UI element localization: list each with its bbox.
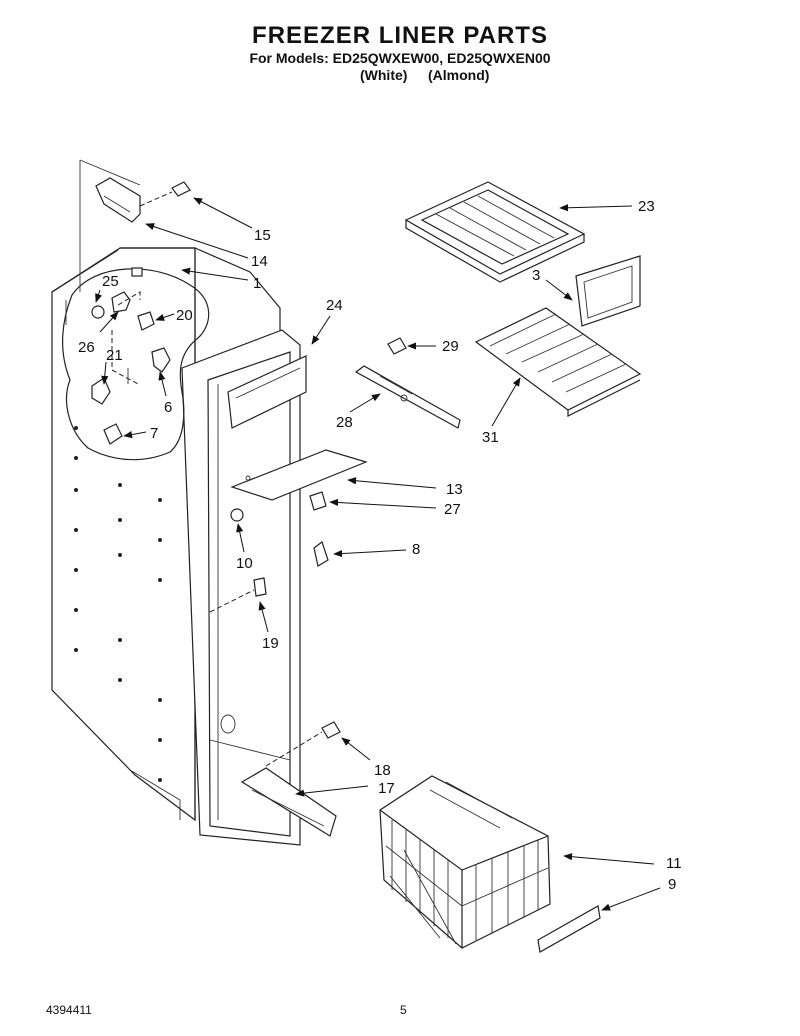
- part-3-glass: [575, 255, 641, 327]
- callout-24: 24: [326, 297, 343, 314]
- variant-white-label: (White): [360, 67, 408, 83]
- page-number: 5: [400, 1003, 407, 1017]
- callout-25: 25: [102, 273, 119, 290]
- drain-hole: [220, 714, 236, 734]
- callout-28: 28: [336, 414, 353, 431]
- callout-9: 9: [668, 876, 676, 893]
- part-18-screw: [321, 721, 341, 739]
- freezer-liner: [51, 159, 301, 846]
- document-number: 4394411: [46, 1003, 92, 1017]
- callout-29: 29: [442, 338, 459, 355]
- part-15-screw: [171, 181, 191, 197]
- callout-31: 31: [482, 429, 499, 446]
- callout-26: 26: [78, 339, 95, 356]
- callout-20: 20: [176, 307, 193, 324]
- callout-7: 7: [150, 425, 158, 442]
- part-31-wire-shelf: [474, 307, 642, 417]
- callout-8: 8: [412, 541, 420, 558]
- part-29-screw: [387, 337, 407, 355]
- callout-3: 3: [532, 267, 540, 284]
- callout-1: 1: [253, 275, 261, 292]
- callout-15: 15: [254, 227, 271, 244]
- part-23-shelf: [404, 181, 586, 283]
- page-title: FREEZER LINER PARTS: [252, 22, 548, 49]
- callout-27: 27: [444, 501, 461, 518]
- part-19-clip: [209, 577, 267, 613]
- part-24-panel: [227, 355, 307, 429]
- callout-21: 21: [106, 347, 123, 364]
- variant-almond-label: (Almond): [428, 67, 490, 83]
- callout-6: 6: [164, 399, 172, 416]
- callout-10: 10: [236, 555, 253, 572]
- part-9-strip: [537, 905, 601, 953]
- callout-labels: 15 14 1 25 20 26 21 6 7 24 29 28 31 23 3…: [78, 198, 682, 893]
- part-27-clip: [309, 491, 327, 511]
- callout-13: 13: [446, 481, 463, 498]
- callout-19: 19: [262, 635, 279, 652]
- leader-lines: [95, 197, 661, 911]
- part-10-screw: [230, 508, 244, 522]
- callout-14: 14: [251, 253, 268, 270]
- liner-screw-holes: [74, 426, 162, 782]
- part-14-bracket: [95, 177, 173, 223]
- part-28-bracket: [354, 365, 461, 429]
- part-17-cover: [240, 731, 337, 837]
- callout-17: 17: [378, 780, 395, 797]
- part-11-basket: [379, 775, 551, 949]
- part-13-plate: [230, 449, 368, 501]
- models-line: For Models: ED25QWXEW00, ED25QWXEN00: [249, 50, 551, 66]
- part-8-bracket: [313, 541, 329, 567]
- callout-18: 18: [374, 762, 391, 779]
- callout-11: 11: [666, 855, 682, 872]
- callout-23: 23: [638, 198, 655, 215]
- control-components: [91, 267, 171, 445]
